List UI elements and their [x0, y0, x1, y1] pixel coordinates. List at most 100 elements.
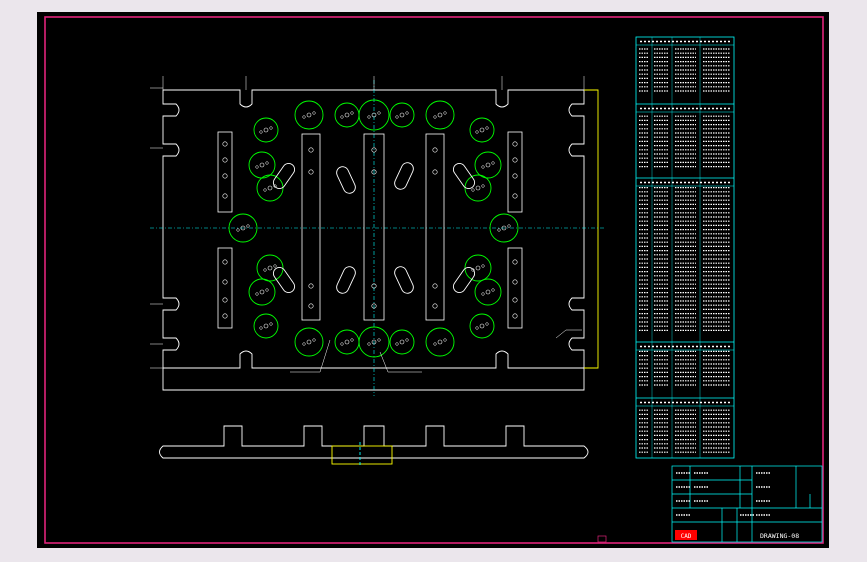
drawing-border — [44, 16, 824, 544]
bolt-aux-hole — [265, 161, 269, 165]
small-hole — [222, 193, 228, 199]
bolt-aux-hole — [236, 228, 240, 232]
bolt-aux-hole — [507, 224, 511, 228]
bolt-circle — [464, 254, 492, 282]
bolt-aux-hole — [481, 264, 485, 268]
bolt-aux-hole — [312, 338, 316, 342]
small-hole — [308, 303, 314, 309]
bolt-center-hole — [259, 289, 265, 295]
bolt-circle — [474, 151, 502, 179]
bolt-center-hole — [399, 112, 405, 118]
bolt-aux-hole — [377, 111, 381, 115]
bolt-center-hole — [475, 265, 481, 271]
plate-bottom-strip — [162, 368, 585, 391]
bolt-center-hole — [306, 112, 312, 118]
bolt-aux-hole — [485, 322, 489, 326]
bolt-center-hole — [475, 185, 481, 191]
bolt-aux-hole — [340, 342, 344, 346]
bolt-circle — [469, 313, 495, 339]
bolt-center-hole — [306, 339, 312, 345]
bolt-circles — [228, 99, 519, 358]
small-hole — [512, 279, 518, 285]
small-hole — [512, 259, 518, 265]
hole-table — [635, 36, 735, 459]
bolt-aux-hole — [395, 115, 399, 119]
small-hole — [432, 303, 438, 309]
small-hole — [308, 283, 314, 289]
bolt-center-hole — [263, 127, 269, 133]
bolt-circle — [474, 278, 502, 306]
bolt-center-hole — [344, 339, 350, 345]
bolt-aux-hole — [443, 111, 447, 115]
bolt-aux-hole — [481, 292, 485, 296]
bolt-center-hole — [267, 185, 273, 191]
small-hole — [222, 141, 228, 147]
bolt-center-hole — [437, 112, 443, 118]
bolt-aux-hole — [367, 115, 371, 119]
bolt-circle — [469, 117, 495, 143]
bolt-circle — [294, 327, 324, 357]
bolt-center-hole — [437, 339, 443, 345]
small-hole — [432, 283, 438, 289]
rail-slots — [217, 131, 523, 329]
bolt-aux-hole — [255, 165, 259, 169]
bolt-aux-hole — [433, 115, 437, 119]
bolt-aux-hole — [255, 292, 259, 296]
bolt-circle — [358, 326, 390, 358]
bolt-aux-hole — [471, 188, 475, 192]
oblong-hole — [394, 162, 414, 190]
small-hole — [222, 173, 228, 179]
bolt-aux-hole — [263, 268, 267, 272]
bolt-aux-hole — [269, 126, 273, 130]
bolt-circle — [489, 213, 519, 243]
bolt-center-hole — [479, 127, 485, 133]
bolt-aux-hole — [367, 342, 371, 346]
bolt-circle — [256, 254, 284, 282]
bolt-circle — [425, 327, 455, 357]
bolt-circle — [248, 278, 276, 306]
bolt-center-hole — [267, 265, 273, 271]
rail-slot — [425, 133, 445, 321]
bolt-aux-hole — [491, 161, 495, 165]
bolt-circle — [464, 174, 492, 202]
bolt-aux-hole — [497, 228, 501, 232]
rail-slot — [301, 133, 321, 321]
bolt-circle — [253, 117, 279, 143]
title-block — [671, 465, 823, 543]
bolt-circle — [294, 100, 324, 130]
small-hole — [512, 157, 518, 163]
small-hole — [512, 173, 518, 179]
dimension-leaders — [150, 76, 585, 373]
small-hole — [371, 283, 377, 289]
bolt-aux-hole — [259, 326, 263, 330]
bolt-center-hole — [344, 112, 350, 118]
centerlines — [150, 80, 604, 396]
bolt-aux-hole — [443, 338, 447, 342]
plate-side-view — [159, 425, 589, 466]
bolt-center-hole — [501, 225, 507, 231]
oblong-holes — [272, 162, 476, 294]
oblong-hole — [452, 266, 476, 294]
border-mark — [597, 535, 607, 543]
bolt-center-hole — [240, 225, 246, 231]
small-hole — [432, 169, 438, 175]
small-hole — [222, 297, 228, 303]
rail-slot — [507, 131, 523, 213]
plate-plan-view — [162, 89, 599, 391]
small-hole — [512, 313, 518, 319]
bolt-aux-hole — [491, 288, 495, 292]
bolt-aux-hole — [395, 342, 399, 346]
bolt-circle — [389, 329, 415, 355]
bolt-center-hole — [371, 112, 377, 118]
bolt-aux-hole — [273, 264, 277, 268]
rail-slot — [507, 247, 523, 329]
bolt-aux-hole — [377, 338, 381, 342]
bolt-center-hole — [485, 162, 491, 168]
bolt-circle — [425, 100, 455, 130]
small-hole — [222, 279, 228, 285]
oblong-hole — [452, 162, 476, 190]
bolt-aux-hole — [475, 326, 479, 330]
small-hole — [308, 147, 314, 153]
